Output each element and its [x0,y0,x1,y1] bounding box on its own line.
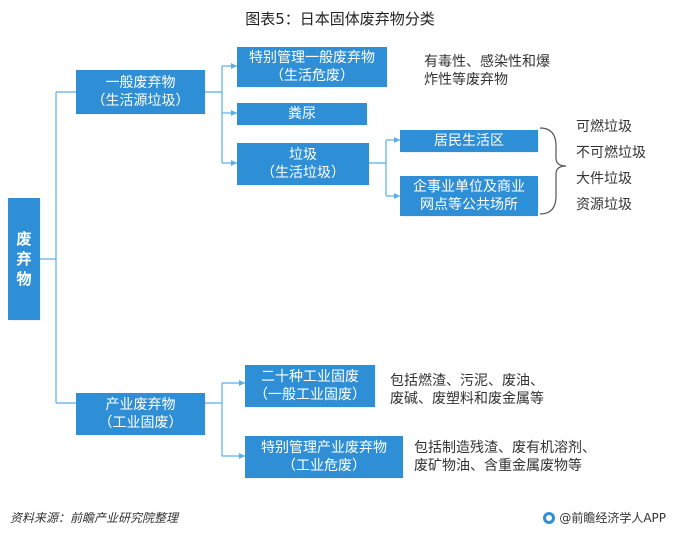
source-note: 资料来源：前瞻产业研究院整理 [10,511,179,525]
node-special-general-waste: 特别管理一般废弃物 （生活危废） [237,47,387,87]
brand-logo-icon [543,511,556,524]
desc-twenty-industrial-types: 包括燃渣、污泥、废油、 废碱、废塑料和废金属等 [390,373,544,407]
node-industrial-waste: 产业废弃物 （工业固废） [76,393,205,435]
node-general-waste: 一般废弃物 （生活源垃圾） [76,70,205,114]
diagram-title: 图表5：日本固体废弃物分类 [245,10,435,28]
node-commercial: 企事业单位及商业 网点等公共场所 [400,176,538,216]
node-excrement: 粪尿 [237,103,367,125]
right-brace [539,127,567,215]
desc-special-general-waste: 有毒性、感染性和爆 炸性等废弃物 [424,54,550,88]
node-waste: 废 弃 物 [8,198,40,320]
node-garbage: 垃圾 （生活垃圾） [237,143,369,185]
garbage-types-list: 可燃垃圾 不可燃垃圾 大件垃圾 资源垃圾 [576,114,646,218]
node-special-industrial-waste: 特别管理产业废弃物 （工业危废） [245,436,403,478]
node-twenty-industrial-types: 二十种工业固废 （一般工业固废） [245,365,375,407]
brand-text: @前瞻经济学人APP [559,511,666,525]
brand-credit: @前瞻经济学人APP [543,509,666,526]
node-residential: 居民生活区 [400,130,538,152]
garbage-type-item: 不可燃垃圾 [576,145,646,161]
garbage-type-item: 大件垃圾 [576,171,632,187]
garbage-type-item: 可燃垃圾 [576,119,632,135]
garbage-type-item: 资源垃圾 [576,197,632,213]
desc-special-industrial-waste: 包括制造残渣、废有机溶剂、 废矿物油、含重金属废物等 [414,440,596,474]
